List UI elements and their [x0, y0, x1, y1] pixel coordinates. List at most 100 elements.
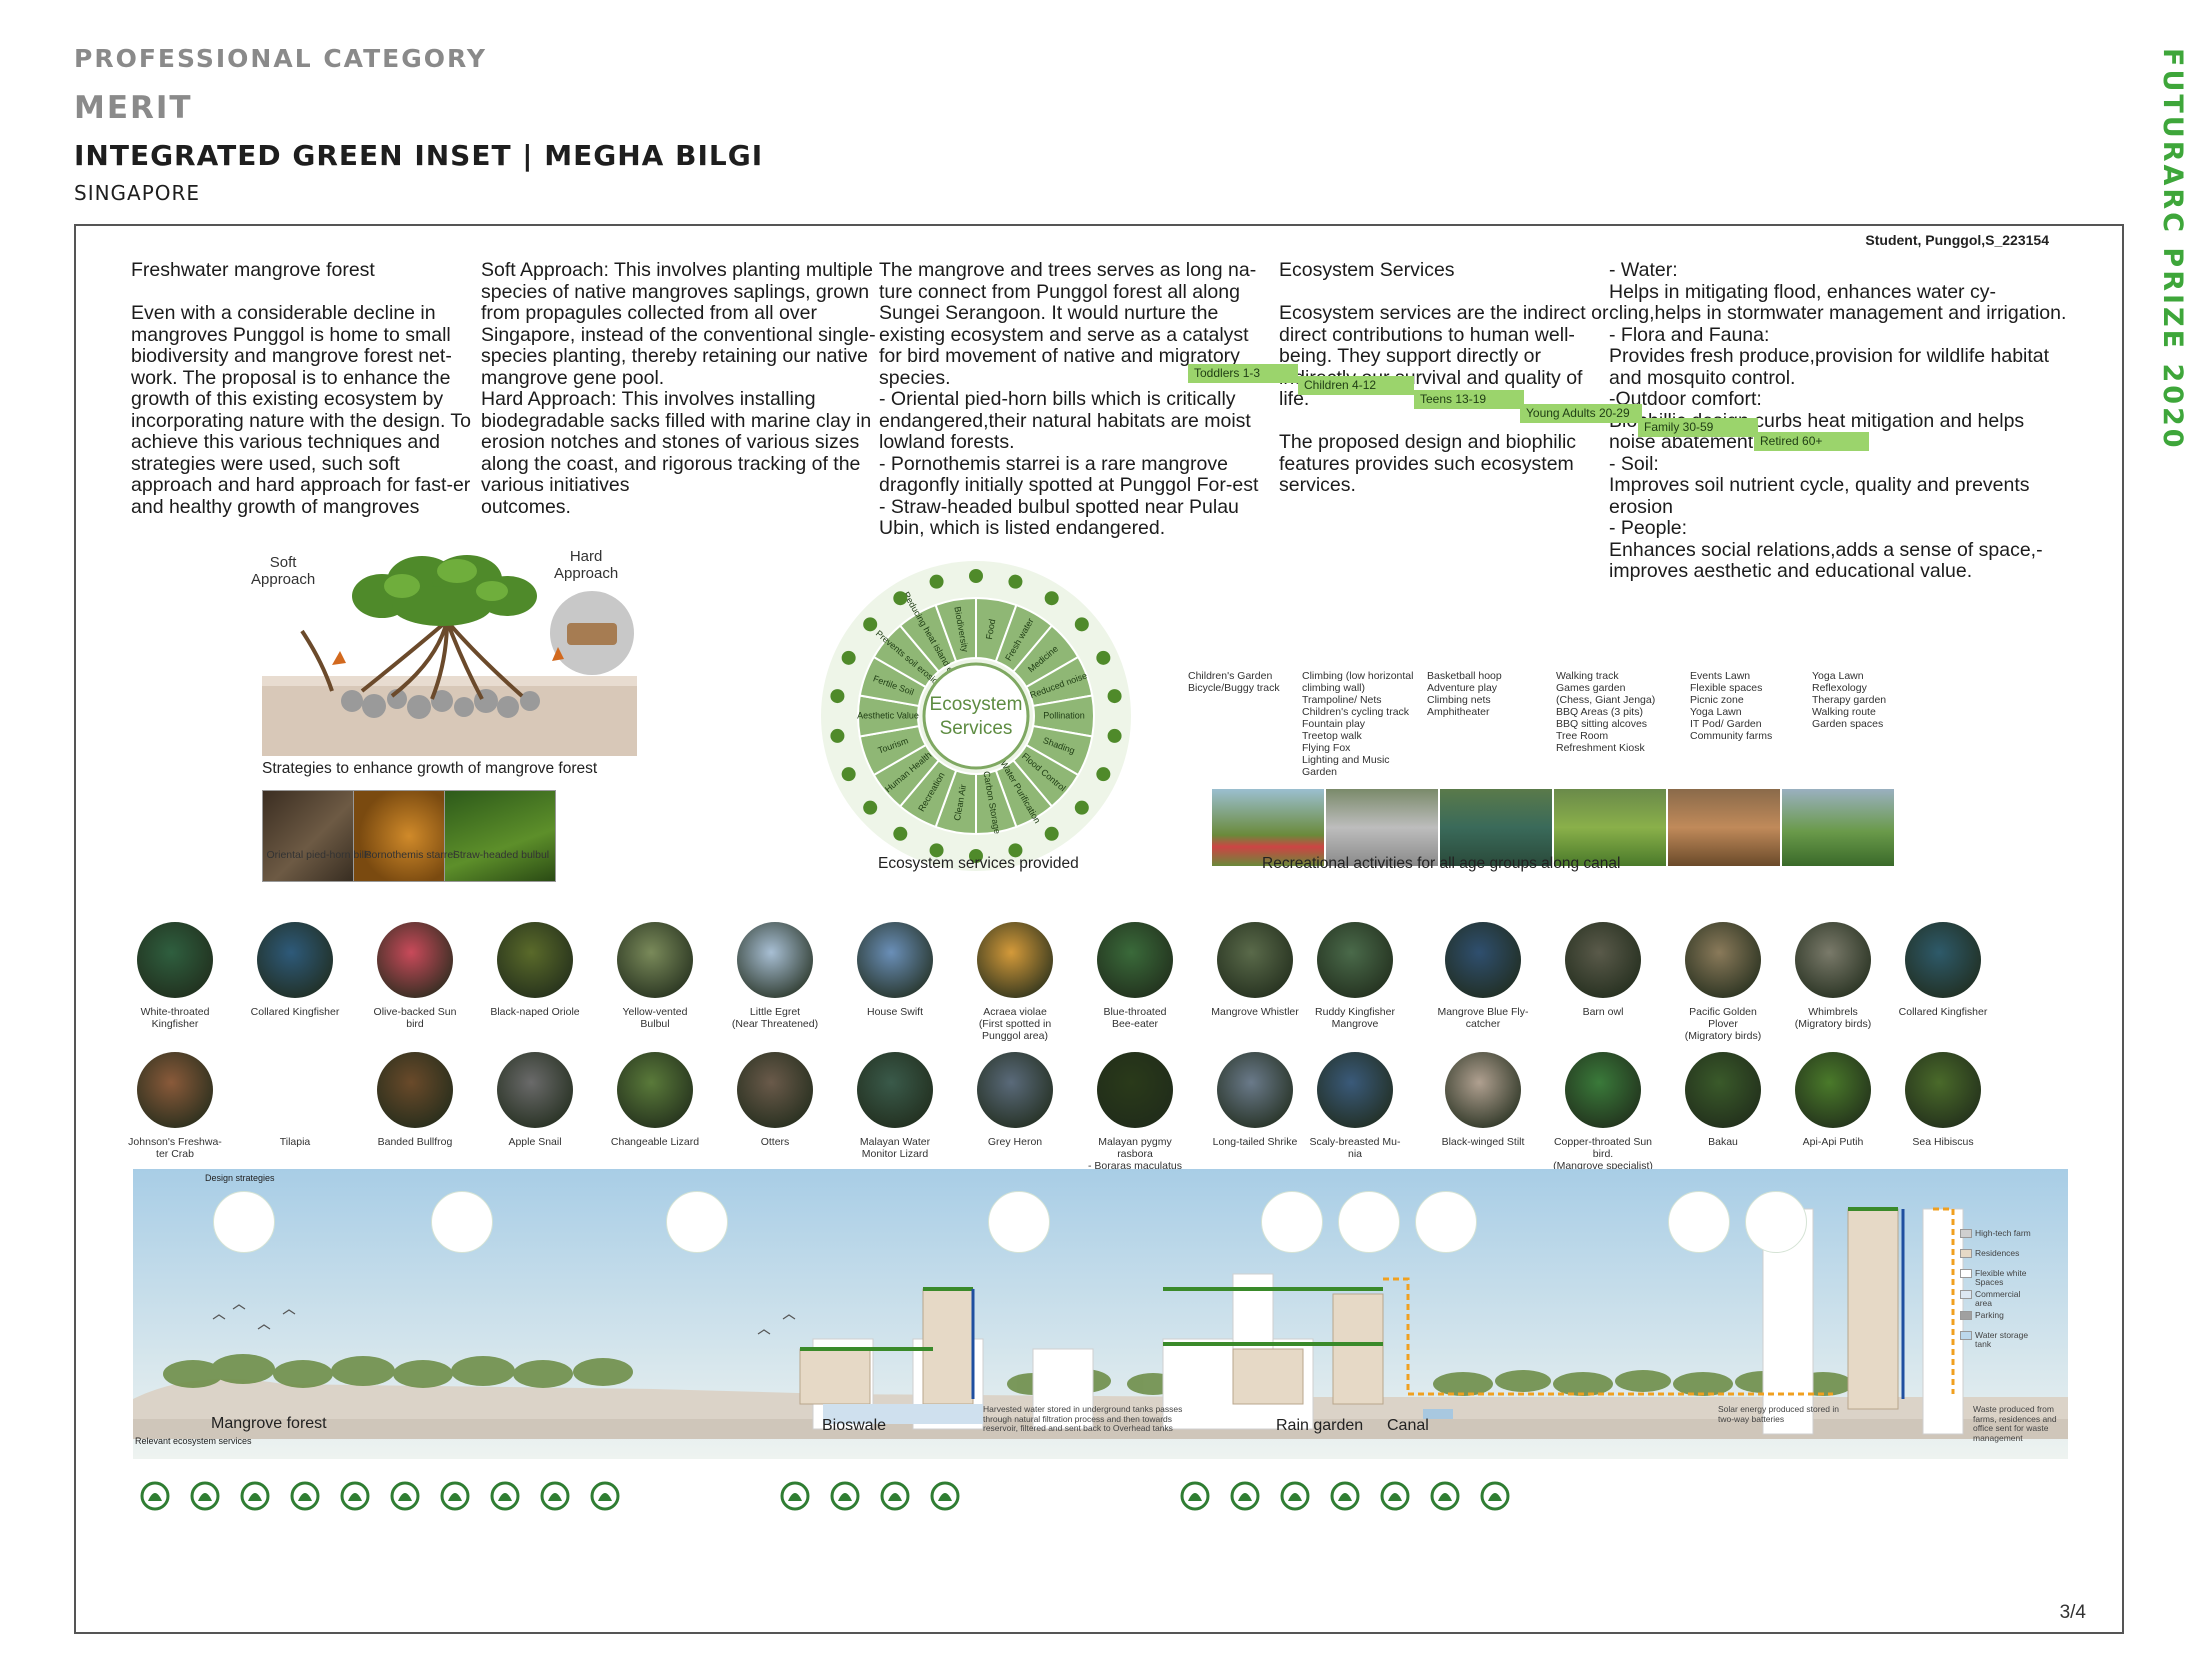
species-photo [257, 1052, 333, 1128]
species-item: House Swift [835, 922, 955, 1018]
wheel-ring-icon [1107, 689, 1122, 704]
species-name: Banded Bullfrog [377, 1136, 453, 1148]
species-photo [737, 922, 813, 998]
species-photo [1685, 1052, 1761, 1128]
wheel-ring-icon [1107, 728, 1122, 743]
species-item: Malayan Water Monitor Lizard [835, 1052, 955, 1160]
species-photo [1445, 1052, 1521, 1128]
legend-swatch-farm [1960, 1229, 1972, 1238]
waste-note: Waste produced from farms, residences an… [1973, 1404, 2057, 1443]
rec-photo-6 [1782, 789, 1894, 866]
country-label: SINGAPORE [74, 181, 201, 205]
project-title: INTEGRATED GREEN INSET | MEGHA BILGI [74, 139, 764, 172]
species-name: Copper-throated Sun bird. (Mangrove spec… [1553, 1136, 1653, 1172]
rec-photo-2 [1326, 789, 1438, 866]
species-photo [377, 1052, 453, 1128]
legend-high-tech-farm: High-tech farm [1975, 1228, 2031, 1238]
species-photo [1795, 922, 1871, 998]
wheel-ring-icon [1044, 591, 1059, 606]
species-photo [257, 922, 333, 998]
text-column-species: The mangrove and trees serves as long na… [879, 259, 1259, 539]
species-photo [1317, 1052, 1393, 1128]
species-name: Blue-throated Bee-eater [1103, 1006, 1167, 1030]
wheel-segment [934, 596, 977, 663]
photo-caption-3: Straw-headed bulbul [452, 849, 550, 861]
species-item: Pacific Golden Plover (Migratory birds) [1663, 922, 1783, 1042]
species-photo [1685, 922, 1761, 998]
walk-cycle-strategy-icon [666, 1191, 728, 1253]
ecosystem-service-icon [1376, 1477, 1414, 1515]
community-strategy-icon [1338, 1191, 1400, 1253]
age-group-activities: Children's Garden Bicycle/Buggy track [1188, 670, 1280, 694]
species-name: White-throated Kingfisher [140, 1006, 210, 1030]
building-strategy-icon [988, 1191, 1050, 1253]
species-item: Long-tailed Shrike [1195, 1052, 1315, 1148]
photo-caption-1: Oriental pied-horn bills [266, 849, 372, 861]
layers-strategy-icon [1261, 1191, 1323, 1253]
species-name: Api-Api Putih [1802, 1136, 1864, 1148]
wheel-ring-icon [893, 591, 908, 606]
species-item: Copper-throated Sun bird. (Mangrove spec… [1543, 1052, 1663, 1172]
ecosystem-service-icon [876, 1477, 914, 1515]
species-item: Bakau [1663, 1052, 1783, 1148]
species-name: Johnson's Freshwa- ter Crab [128, 1136, 222, 1160]
ecosystem-service-icon [586, 1477, 624, 1515]
age-group-bar: Teens 13-19 [1414, 390, 1524, 409]
species-item: Changeable Lizard [595, 1052, 715, 1148]
legend-parking: Parking [1975, 1310, 2004, 1320]
species-name: Mangrove Whistler [1211, 1006, 1299, 1018]
wheel-ring-icon [830, 689, 845, 704]
species-name: Scaly-breasted Mu- nia [1309, 1136, 1401, 1160]
species-name: Yellow-vented Bulbul [622, 1006, 688, 1030]
species-item: Black-naped Oriole [475, 922, 595, 1018]
bulbul-photo [444, 790, 556, 882]
species-photo [977, 1052, 1053, 1128]
species-item: Yellow-vented Bulbul [595, 922, 715, 1030]
wheel-ring-icon [1096, 767, 1111, 782]
text-column-mangrove: Freshwater mangrove forest Even with a c… [131, 259, 472, 518]
species-photo [1217, 922, 1293, 998]
age-group-bar: Family 30-59 [1638, 418, 1758, 437]
ecosystem-service-icon [826, 1477, 864, 1515]
species-name: Grey Heron [987, 1136, 1043, 1148]
species-photo [377, 922, 453, 998]
ecosystem-service-icon [136, 1477, 174, 1515]
harvested-water-note: Harvested water stored in underground ta… [983, 1404, 1183, 1433]
species-name: Bakau [1708, 1136, 1738, 1148]
age-group-activities: Events Lawn Flexible spaces Picnic zone … [1690, 670, 1773, 742]
species-name: Acraea violae (First spotted in Punggol … [978, 1006, 1052, 1042]
species-item: Malayan pygmy rasbora - Boraras maculatu… [1075, 1052, 1195, 1172]
species-item: Whimbrels (Migratory birds) [1773, 922, 1893, 1030]
solar-energy-note: Solar energy produced stored in two-way … [1718, 1404, 1839, 1424]
rec-photo-3 [1440, 789, 1552, 866]
age-group-bar: Retired 60+ [1754, 432, 1869, 451]
species-item: Barn owl [1543, 922, 1663, 1018]
species-item: Api-Api Putih [1773, 1052, 1893, 1148]
species-photo [497, 1052, 573, 1128]
species-photo [137, 922, 213, 998]
legend-flexible-spaces: Flexible white Spaces [1975, 1268, 2027, 1287]
species-photo [1217, 1052, 1293, 1128]
wheel-caption: Ecosystem services provided [878, 855, 1079, 872]
species-name: Whimbrels (Migratory birds) [1794, 1006, 1872, 1030]
rec-photo-5 [1668, 789, 1780, 866]
species-item: Mangrove Whistler [1195, 922, 1315, 1018]
species-item: Otters [715, 1052, 835, 1148]
ecosystem-service-icon [386, 1477, 424, 1515]
ecosystem-service-icon [926, 1477, 964, 1515]
species-item: Acraea violae (First spotted in Punggol … [955, 922, 1075, 1042]
species-photo [1445, 922, 1521, 998]
relevant-services-label: Relevant ecosystem services [135, 1436, 252, 1446]
recycle-strategy-icon [1668, 1191, 1730, 1253]
wheel-ring-icon [863, 617, 878, 632]
canal-label: Canal [1387, 1417, 1429, 1434]
ecosystem-service-icon [1176, 1477, 1214, 1515]
age-group-bar: Young Adults 20-29 [1520, 404, 1642, 423]
species-item: Apple Snail [475, 1052, 595, 1148]
soft-approach-label: Soft Approach [251, 554, 316, 588]
species-item: Johnson's Freshwa- ter Crab [115, 1052, 235, 1160]
legend-swatch-parking [1960, 1311, 1972, 1320]
species-name: Malayan pygmy rasbora - Boraras maculatu… [1088, 1136, 1182, 1172]
wheel-segment-label: Aesthetic Value [857, 710, 919, 720]
ecosystem-service-icon [1476, 1477, 1514, 1515]
